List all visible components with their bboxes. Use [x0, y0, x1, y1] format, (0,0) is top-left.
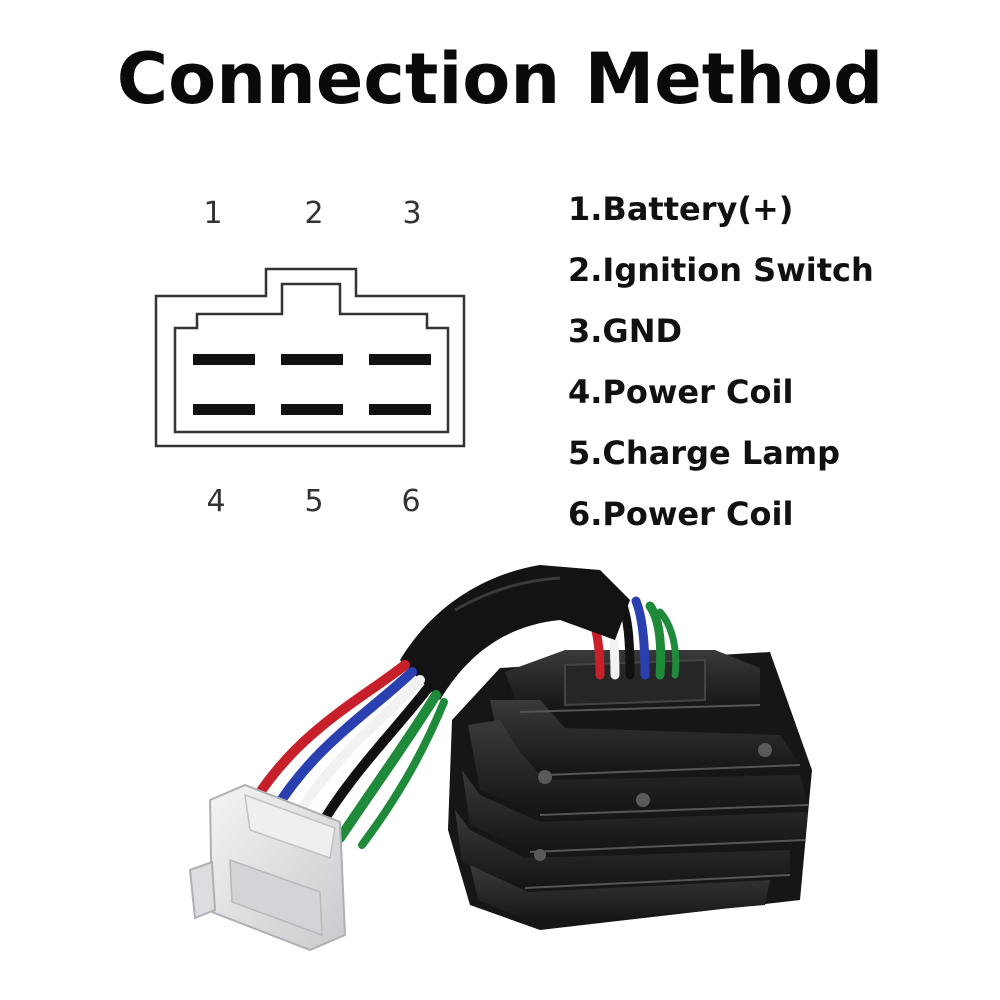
wire-sleeve [400, 565, 630, 700]
pin-number-1: 1 [203, 196, 223, 231]
pin-number-3: 3 [402, 196, 422, 231]
pin-legend: 1.Battery(+) 2.Ignition Switch 3.GND 4.P… [568, 186, 988, 552]
legend-item-2: 2.Ignition Switch [568, 251, 874, 289]
pin-terminal-3 [369, 354, 431, 365]
pin-terminal-4 [193, 404, 255, 415]
wire-outlet-block [564, 658, 706, 707]
rivet [758, 743, 772, 757]
heatsink-fin [462, 770, 808, 852]
legend-item-1: 1.Battery(+) [568, 190, 794, 228]
pin-terminal-6 [369, 404, 431, 415]
page-title: Connection Method [116, 38, 884, 120]
heatsink-fin [505, 650, 760, 712]
heatsink-fin [490, 700, 800, 775]
wire-bundle-plug [250, 660, 448, 849]
pin-terminal-2 [281, 354, 343, 365]
pin-number-2: 2 [304, 196, 324, 231]
regulator-body [448, 650, 812, 930]
heatsink-fin [468, 720, 808, 815]
rivet [636, 793, 650, 807]
rivet [538, 770, 552, 784]
pin-number-5: 5 [304, 484, 324, 519]
legend-item-3: 3.GND [568, 312, 683, 350]
rivet [534, 849, 546, 861]
pin-terminal-1 [193, 354, 255, 365]
legend-item-4: 4.Power Coil [568, 373, 794, 411]
connector-outer-outline [154, 267, 466, 448]
legend-item-6: 6.Power Coil [568, 495, 794, 533]
pin-terminal-5 [281, 404, 343, 415]
connector-inner-outline [173, 282, 450, 434]
pin-number-4: 4 [206, 484, 226, 519]
heatsink-fin [470, 865, 770, 925]
pin-number-6: 6 [401, 484, 421, 519]
connector-plug [188, 783, 347, 952]
legend-item-5: 5.Charge Lamp [568, 434, 841, 472]
heatsink-fin [455, 810, 790, 888]
wire-bundle-outlet [585, 596, 680, 680]
